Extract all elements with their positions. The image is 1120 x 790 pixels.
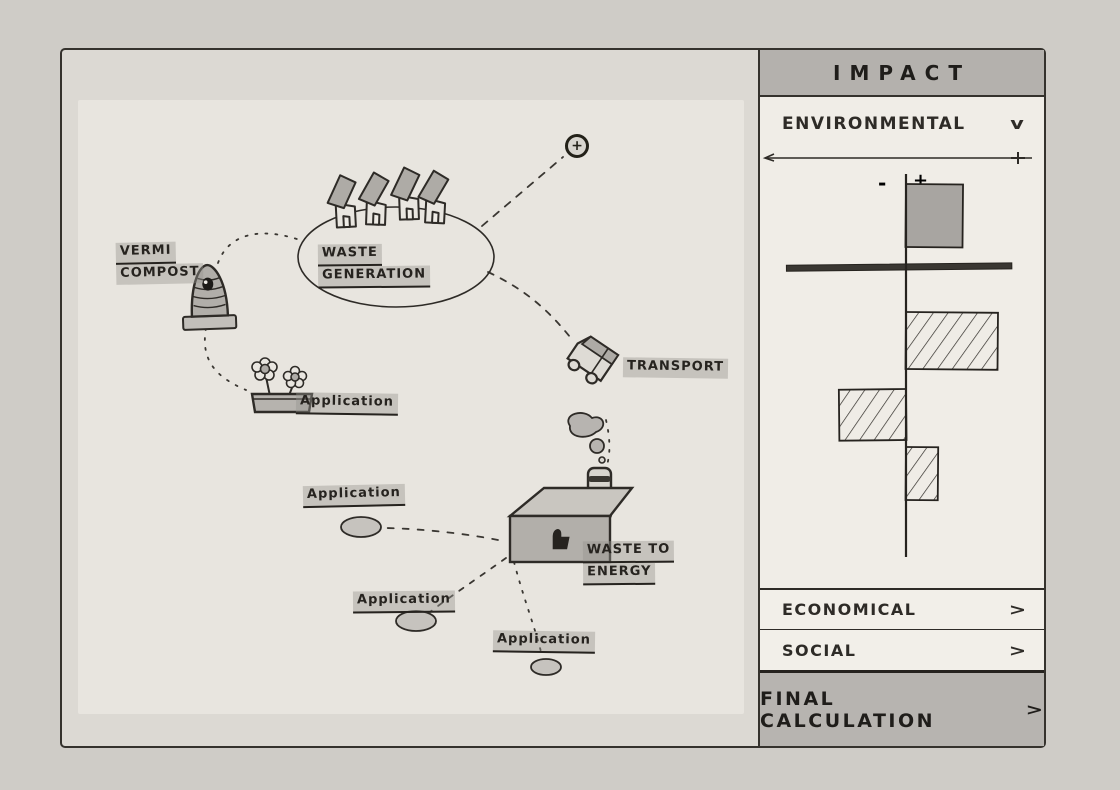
application-1-label: Application [302, 483, 406, 508]
chart-bar-2 [785, 262, 1013, 272]
waste-generation-label: WASTE GENERATION [317, 243, 431, 289]
houses-icon [325, 165, 450, 229]
section-social[interactable]: SOCIAL > [760, 629, 1044, 670]
application-2-label: Application [352, 590, 456, 614]
waste-to-energy-label: WASTE TO ENERGY [582, 540, 675, 586]
sidebar-title: IMPACT [760, 50, 1044, 97]
app-window: + VERMI COMPOST WASTE GENERATION TRANSPO… [60, 48, 1046, 748]
connector-lines [204, 156, 611, 657]
chart-bar-4 [837, 388, 908, 442]
environmental-impact-chart: - + [760, 162, 1046, 588]
flow-canvas: + VERMI COMPOST WASTE GENERATION TRANSPO… [78, 100, 744, 714]
vermi-compost-icon[interactable] [181, 263, 238, 331]
section-label: SOCIAL [782, 640, 857, 660]
flow-sketch-layer [181, 156, 635, 676]
chart-bar-1 [904, 183, 964, 249]
final-calculation-button[interactable]: FINAL CALCULATION > [760, 670, 1044, 746]
waste-to-energy-icon[interactable] [506, 412, 635, 564]
chevron-down-icon[interactable]: v [1010, 114, 1026, 133]
application-3-icon[interactable] [530, 658, 562, 676]
section-label: ECONOMICAL [782, 600, 917, 619]
chevron-right-icon[interactable]: > [1008, 600, 1029, 619]
transport-truck-icon[interactable] [563, 333, 620, 388]
thumbs-up-icon [552, 529, 570, 550]
vermi-compost-label: VERMI COMPOST [115, 241, 204, 285]
section-economical[interactable]: ECONOMICAL > [760, 588, 1044, 629]
axis-negative-label: - [878, 171, 886, 195]
impact-sidebar: IMPACT ENVIRONMENTAL v - [758, 50, 1044, 746]
application-flower-label: Application [295, 392, 399, 416]
application-1-icon[interactable] [340, 516, 382, 538]
chart-bar-3 [904, 311, 999, 371]
application-2-icon[interactable] [395, 610, 437, 632]
chart-bars [785, 183, 1013, 502]
plus-icon: + [571, 137, 583, 155]
chart-bar-5 [904, 446, 940, 502]
chart-width-ruler [762, 152, 1032, 164]
transport-label: TRANSPORT [622, 357, 729, 379]
ruler-plus-icon[interactable] [1011, 152, 1025, 164]
waste-generation-node[interactable] [297, 165, 495, 308]
chevron-right-icon[interactable]: > [1008, 640, 1029, 660]
flower-planter-icon[interactable] [250, 357, 314, 414]
section-environmental[interactable]: ENVIRONMENTAL v [760, 95, 1044, 152]
chevron-right-icon: > [1025, 700, 1047, 719]
application-3-label: Application [492, 630, 596, 654]
section-label: ENVIRONMENTAL [782, 113, 966, 134]
